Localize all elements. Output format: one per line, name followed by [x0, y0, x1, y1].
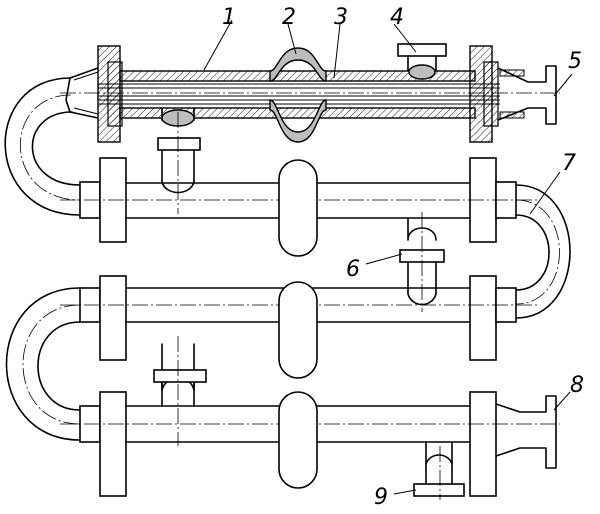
callout-5: 5 — [568, 49, 582, 74]
leader-lines — [203, 19, 573, 495]
section-4 — [60, 336, 560, 500]
callout-9: 9 — [374, 485, 388, 510]
callout-6: 6 — [346, 257, 360, 282]
u-bend-right — [515, 184, 571, 319]
callout-labels: 1 2 3 4 5 6 7 8 9 — [222, 5, 584, 510]
callout-1: 1 — [222, 5, 236, 30]
callout-7: 7 — [562, 151, 576, 176]
callout-4: 4 — [390, 5, 404, 30]
callout-3: 3 — [334, 5, 348, 30]
u-bend-left-lower — [5, 287, 81, 441]
section-1-cutaway — [60, 43, 560, 143]
section-2 — [60, 112, 540, 312]
u-bend-left-upper — [4, 77, 81, 216]
callout-2: 2 — [282, 5, 296, 30]
callout-8: 8 — [570, 373, 584, 398]
section-3 — [60, 275, 540, 379]
